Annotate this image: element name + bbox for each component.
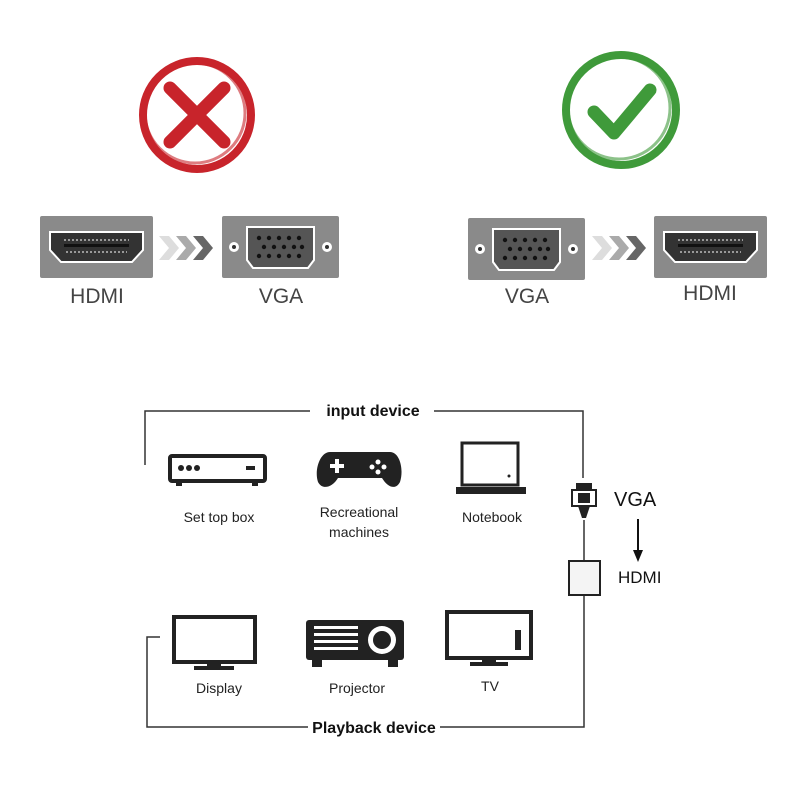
- wrong-x-icon: [139, 57, 255, 173]
- vga-port-icon: [221, 215, 340, 279]
- laptop-icon: [456, 441, 526, 494]
- hdmi-port-icon: [653, 215, 768, 279]
- tv-label: TV: [481, 678, 500, 694]
- playback-device-title: Playback device: [312, 720, 436, 737]
- gamepad-icon: [316, 452, 402, 487]
- recreational-label-line2: machines: [329, 524, 389, 540]
- monitor-icon: [172, 615, 257, 670]
- frame-lines: [144, 410, 585, 728]
- vga-connector-icon: [571, 483, 597, 518]
- projector-icon: [306, 620, 404, 667]
- down-arrow-icon: [633, 519, 643, 562]
- hdmi-adapter-box-icon: [568, 560, 601, 596]
- hdmi-port-icon: [39, 215, 154, 279]
- right-to-label: HDMI: [683, 282, 737, 305]
- tv-icon: [445, 610, 533, 666]
- right-from-label: VGA: [505, 285, 549, 308]
- adapter-from-label: VGA: [614, 489, 657, 511]
- adapter-to-label: HDMI: [618, 568, 661, 587]
- arrow-chevrons-icon: [159, 236, 213, 260]
- projector-label: Projector: [329, 680, 385, 696]
- correct-check-icon: [562, 51, 680, 169]
- notebook-label: Notebook: [462, 509, 523, 525]
- wrong-from-label: HDMI: [70, 285, 124, 308]
- vga-port-icon: [467, 217, 586, 281]
- recreational-label-line1: Recreational: [320, 504, 399, 520]
- wrong-to-label: VGA: [259, 285, 303, 308]
- set-top-box-label: Set top box: [184, 509, 255, 525]
- input-device-title: input device: [326, 403, 419, 420]
- display-label: Display: [196, 680, 242, 696]
- set-top-box-icon: [168, 454, 267, 486]
- arrow-chevrons-icon: [592, 236, 646, 260]
